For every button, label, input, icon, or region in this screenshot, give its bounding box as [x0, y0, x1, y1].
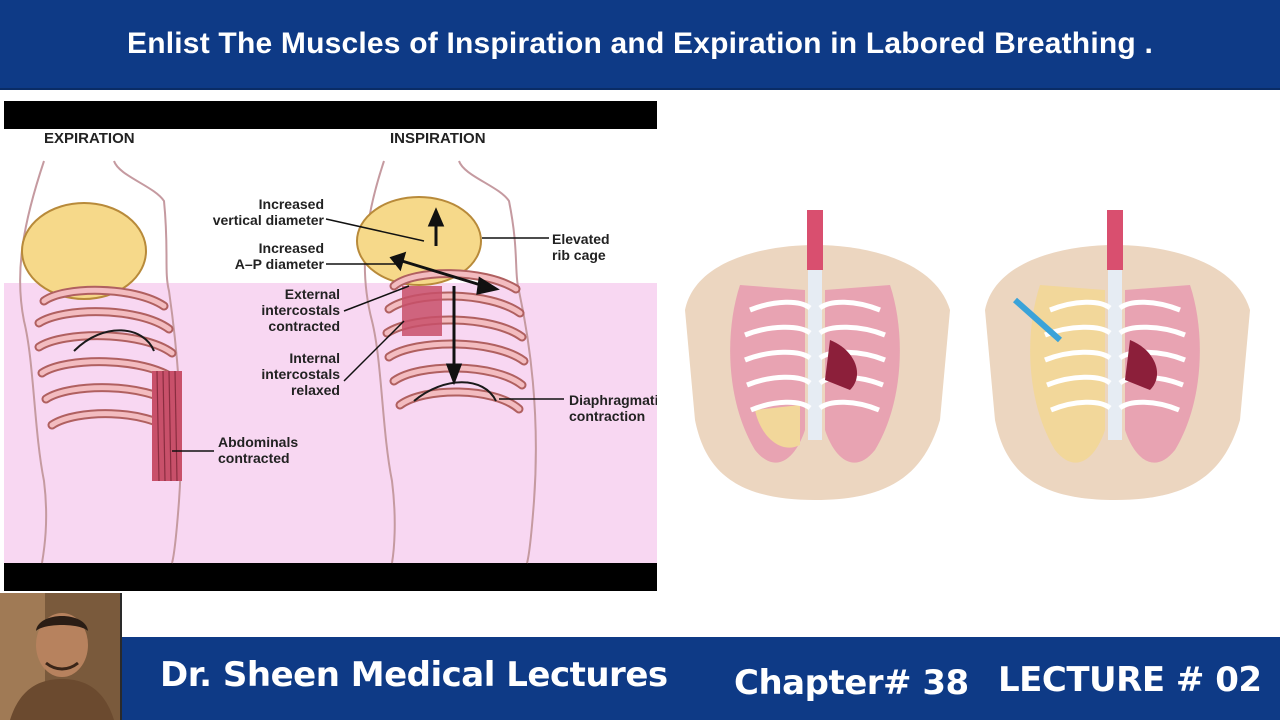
- chest-collapsed-lung: [985, 210, 1250, 500]
- annot-rib-1: Elevated: [552, 231, 610, 247]
- annot-ap-2: A–P diameter: [235, 256, 325, 272]
- presenter-portrait: [0, 593, 120, 720]
- inspiration-torso: [356, 160, 537, 564]
- chapter-label: Chapter# 38: [734, 663, 969, 703]
- annot-int-1: Internal: [289, 350, 340, 366]
- intercostal-muscle: [402, 286, 442, 336]
- label-expiration: EXPIRATION: [44, 130, 135, 147]
- annot-vertical-1: Increased: [259, 196, 324, 212]
- annot-ext-3: contracted: [268, 318, 340, 334]
- top-black-bar: [4, 101, 657, 129]
- chest-illustrations: [665, 190, 1280, 510]
- annot-int-2: intercostals: [261, 366, 340, 382]
- lecture-label: LECTURE # 02: [998, 660, 1262, 700]
- annot-ext-2: intercostals: [261, 302, 340, 318]
- annot-int-3: relaxed: [291, 382, 340, 398]
- annot-abd-1: Abdominals: [218, 434, 298, 450]
- expiration-torso: [19, 160, 182, 564]
- title-bar: Enlist The Muscles of Inspiration and Ex…: [0, 0, 1280, 90]
- bottom-black-bar: [4, 563, 657, 591]
- annot-ap-1: Increased: [259, 240, 324, 256]
- slide-title: Enlist The Muscles of Inspiration and Ex…: [127, 27, 1153, 60]
- breathing-diagram: EXPIRATION INSPIRATION Increased vertica…: [4, 101, 666, 591]
- label-inspiration: INSPIRATION: [390, 130, 486, 147]
- chest-illustrations-svg: [685, 210, 1250, 500]
- leader-lines: [172, 218, 564, 452]
- annot-ext-1: External: [285, 286, 340, 302]
- annot-dia-2: contraction: [569, 408, 645, 424]
- presenter-thumbnail: [0, 593, 122, 720]
- annot-rib-2: rib cage: [552, 247, 606, 263]
- annot-dia-1: Diaphragmatic: [569, 392, 657, 408]
- pink-panel: [4, 283, 657, 563]
- annot-vertical-2: vertical diameter: [213, 212, 325, 228]
- breathing-diagram-svg: EXPIRATION INSPIRATION Increased vertica…: [4, 101, 666, 591]
- annot-abd-2: contracted: [218, 450, 290, 466]
- channel-name: Dr. Sheen Medical Lectures: [160, 655, 668, 695]
- footer-bar: [0, 637, 1280, 720]
- chest-normal: [685, 210, 950, 500]
- abdominal-muscle: [152, 371, 182, 481]
